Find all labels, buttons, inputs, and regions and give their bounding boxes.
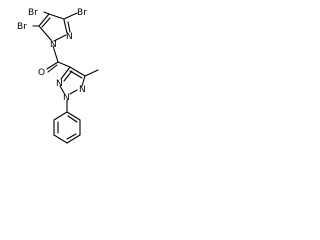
bond-n2t-n3t <box>59 85 65 94</box>
atom-n-triazole-3: N <box>56 79 63 89</box>
atom-br-top-left: Br <box>28 8 38 18</box>
bond-ph-inner-1 <box>67 115 78 123</box>
bond-n1t-n2t <box>69 89 78 95</box>
bond-c4-c5-double <box>41 17 51 28</box>
bond-c5t-n1t <box>81 75 86 87</box>
chemical-structure: Br Br Br N N O N N N <box>17 8 99 144</box>
bond-n3t-c4t <box>60 66 71 80</box>
bond-c4-br <box>43 11 50 15</box>
bond-ph-4 <box>53 134 68 144</box>
atom-n-pyrazole-1: N <box>50 40 57 50</box>
atom-n-triazole-1: N <box>79 85 86 95</box>
bond-c4-c5 <box>38 13 50 27</box>
bond-c5t-methyl <box>84 69 99 77</box>
atom-n-pyrazole-2: N <box>66 32 73 42</box>
bond-carbonyl-o-double <box>47 64 58 73</box>
atom-br-left: Br <box>17 22 27 32</box>
bond-ph-3 <box>66 134 81 144</box>
bond-n1-n2 <box>53 34 67 42</box>
bond-n1-carbonyl <box>52 45 59 63</box>
bond-carbonyl-o <box>46 61 59 70</box>
bond-ph-inner-2 <box>66 133 77 140</box>
bond-c5-n1 <box>38 25 52 41</box>
atom-o-carbonyl: O <box>38 68 45 78</box>
bond-ph-6 <box>53 111 68 121</box>
atom-n-triazole-2: N <box>63 93 70 103</box>
bond-n3t-c4t-double <box>63 70 73 82</box>
bond-ph-1 <box>66 111 81 121</box>
bond-c4t-c5t <box>69 66 86 77</box>
bond-carbonyl-c4t <box>57 61 71 68</box>
bond-n2-c3-double <box>67 21 71 33</box>
bonds <box>32 11 99 144</box>
bond-c3-c4 <box>48 13 65 20</box>
bond-n2-c3 <box>63 19 68 34</box>
atom-labels: Br Br Br N N O N N N <box>17 8 87 103</box>
atom-br-top-right: Br <box>77 8 87 18</box>
bond-c3-br <box>63 12 78 20</box>
bond-c4t-c5t-double <box>69 70 83 79</box>
